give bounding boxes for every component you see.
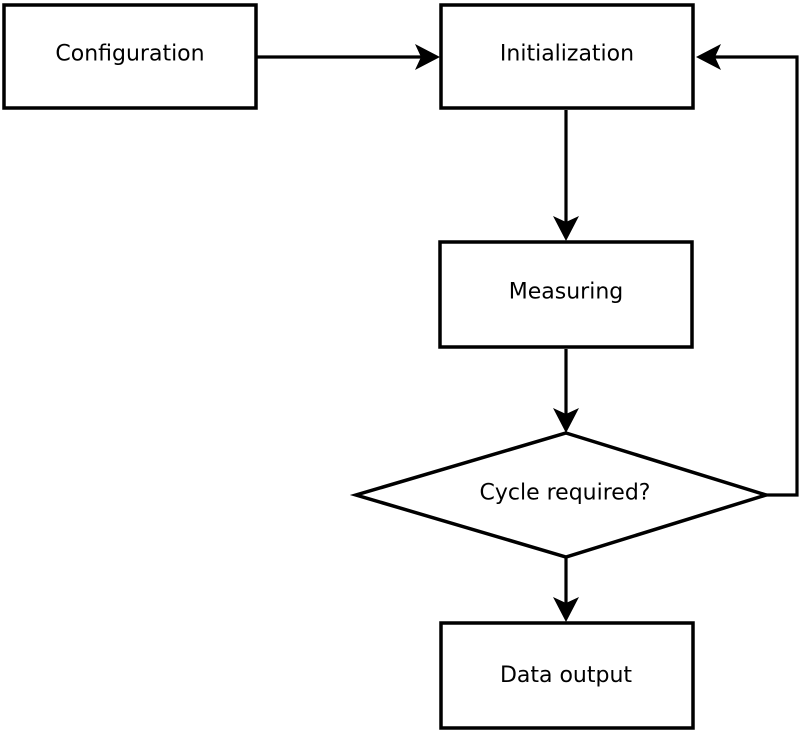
- arrowhead-left-icon: [696, 44, 721, 70]
- arrowhead-right-icon: [415, 44, 440, 70]
- arrowhead-down-icon: [553, 216, 579, 241]
- measuring-label: Measuring: [509, 280, 623, 305]
- edge-line-feedback-loop: [712, 55, 799, 497]
- edge-measuring-to-decision: [553, 349, 579, 433]
- initialization-label: Initialization: [500, 42, 634, 67]
- edge-decision-loop-to-initialization: [696, 44, 799, 497]
- node-data-output: Data output: [439, 621, 695, 730]
- node-cycle-required-decision: Cycle required?: [349, 431, 772, 559]
- data-output-label: Data output: [500, 663, 632, 688]
- decision-diamond: [349, 431, 772, 559]
- arrowhead-down-icon: [553, 597, 579, 622]
- data-output-box: [439, 621, 695, 730]
- node-measuring: Measuring: [438, 240, 694, 349]
- edge-initialization-to-measuring: [553, 110, 579, 241]
- edge-decision-to-data-output: [553, 557, 579, 622]
- cycle-required-label: Cycle required?: [480, 481, 651, 506]
- node-configuration: Configuration: [2, 3, 258, 110]
- measuring-box: [438, 240, 694, 349]
- node-initialization: Initialization: [439, 3, 695, 110]
- edge-configuration-to-initialization: [257, 44, 440, 70]
- configuration-label: Configuration: [55, 42, 204, 67]
- arrowhead-down-icon: [553, 408, 579, 433]
- configuration-box: [2, 3, 258, 110]
- initialization-box: [439, 3, 695, 110]
